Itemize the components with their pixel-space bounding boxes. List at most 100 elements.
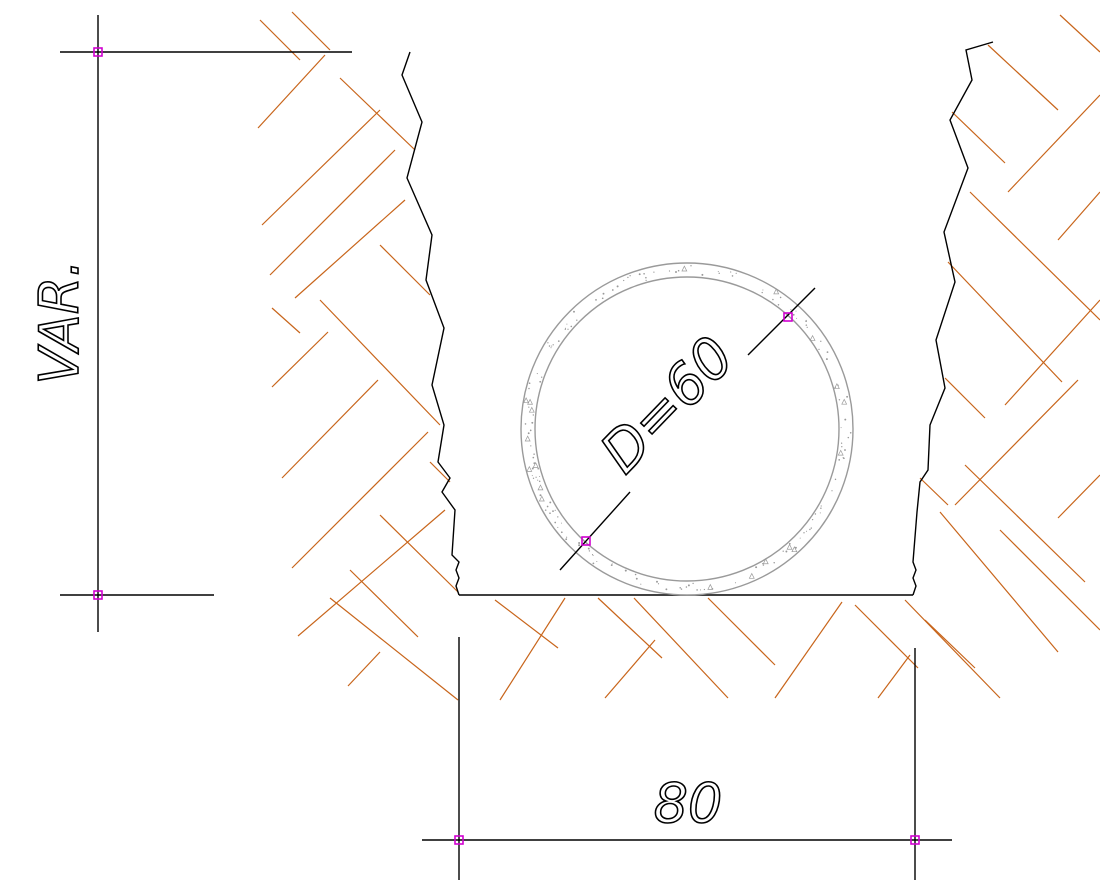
aggregate-speck [806,326,808,329]
aggregate-speck [762,289,764,291]
aggregate-speck [779,296,782,299]
aggregate-speck [799,537,801,539]
pipe-inner-wall [534,276,840,582]
grip-marker-diameter-lower[interactable] [581,536,591,546]
aggregate-speck [532,461,539,468]
aggregate-speck [624,569,627,572]
aggregate-speck [531,421,534,424]
aggregate-speck [573,310,575,313]
aggregate-speck [531,475,533,477]
aggregate-speck [602,292,605,295]
aggregate-speck [524,423,527,425]
aggregate-speck [528,382,531,385]
aggregate-speck [718,272,720,275]
aggregate-speck [841,446,843,448]
aggregate-speck [638,273,641,276]
aggregate-speck [561,522,562,524]
aggregate-speck [546,505,549,508]
aggregate-speck [539,494,542,497]
grip-marker-height-bottom[interactable] [93,590,103,600]
aggregate-speck [567,328,569,330]
aggregate-speck [785,550,788,553]
aggregate-speck [530,445,532,447]
aggregate-speck [730,271,732,273]
aggregate-speck [838,459,841,461]
aggregate-speck [645,279,647,282]
aggregate-speck [576,319,578,321]
aggregate-speck [554,509,556,511]
grip-marker-width-left[interactable] [454,835,464,845]
aggregate-speck [761,291,763,294]
aggregate-speck [532,414,534,416]
aggregate-speck [707,583,714,590]
aggregate-speck [762,564,765,566]
aggregate-speck [840,427,842,429]
aggregate-speck [717,270,719,273]
aggregate-speck [847,436,850,439]
aggregate-speck [844,449,846,451]
aggregate-speck [696,589,698,591]
aggregate-speck [550,347,552,349]
pipe-section [520,262,854,596]
aggregate-speck [532,477,535,479]
aggregate-speck [524,435,531,442]
grip-marker-diameter-upper[interactable] [783,312,793,322]
aggregate-speck [591,554,594,556]
aggregate-speck [656,580,658,583]
aggregate-speck [539,475,541,478]
trench-left-wall [401,51,460,596]
aggregate-speck [788,542,791,545]
aggregate-speck [595,299,597,301]
aggregate-speck [596,560,598,563]
aggregate-speck [634,573,637,576]
aggregate-speck [544,509,547,511]
grip-marker-height-top[interactable] [93,47,103,57]
aggregate-speck [601,297,604,300]
aggregate-speck [820,340,822,342]
aggregate-speck [701,273,704,276]
aggregate-speck [557,516,559,518]
aggregate-speck [548,345,551,347]
aggregate-speck [592,562,595,565]
aggregate-speck [840,442,843,444]
aggregate-speck [692,582,694,585]
width-dimension-label: 80 [654,772,723,835]
aggregate-speck [592,554,594,556]
aggregate-speck [748,572,755,579]
aggregate-speck [564,328,566,330]
aggregate-speck [792,313,795,316]
aggregate-speck [527,398,534,405]
aggregate-speck [668,270,671,272]
aggregate-speck [587,547,590,550]
aggregate-speck [640,583,642,585]
diameter-leader-lower [559,491,631,571]
aggregate-speck [795,310,797,312]
aggregate-speck [834,386,836,389]
aggregate-speck [734,582,737,584]
aggregate-speck [635,577,638,580]
aggregate-speck [554,521,557,524]
aggregate-speck [773,288,780,295]
aggregate-speck [819,512,821,514]
aggregate-speck [773,561,775,564]
aggregate-speck [846,395,849,398]
aggregate-speck [786,543,793,550]
aggregate-speck [623,279,625,282]
aggregate-speck [825,358,828,361]
aggregate-speck [690,265,692,267]
aggregate-speck [552,344,554,346]
aggregate-speck [533,453,535,455]
aggregate-speck [531,467,534,470]
aggregate-speck [735,272,737,274]
soil-hatch-right [919,14,1100,653]
grip-marker-width-right[interactable] [910,835,920,845]
aggregate-speck [528,406,530,408]
trench-right-wall [912,41,994,596]
aggregate-speck [538,480,541,483]
aggregate-speck [805,530,808,532]
aggregate-speck [533,462,536,465]
aggregate-speck [557,526,559,528]
aggregate-speck [551,345,553,347]
pipe-concrete-aggregate [523,265,852,591]
